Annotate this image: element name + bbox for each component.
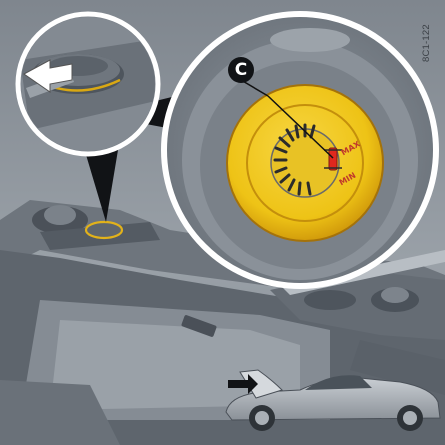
large-detail-circle: MAX MIN [164,14,436,286]
figure-id-label: 8C1-122 [421,6,441,62]
oil-level-indicator-icon [329,148,337,170]
callout-letter-c: C [228,57,254,83]
small-filler-cap [86,222,122,238]
